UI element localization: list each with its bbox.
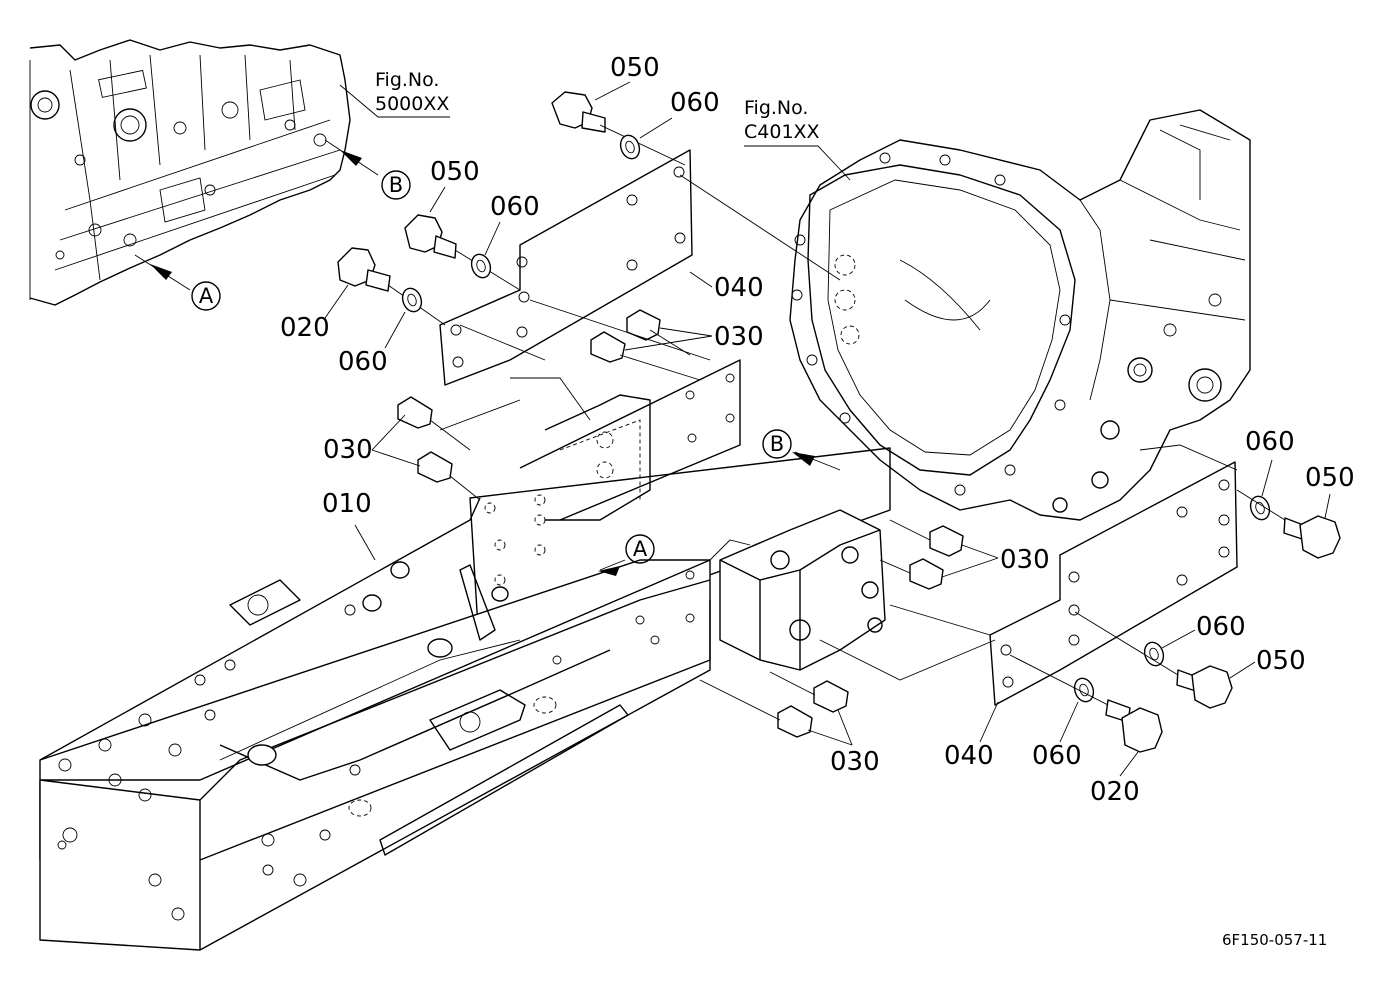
stud-030-bottom-b (699, 679, 813, 738)
front-frame-010 (39, 447, 891, 951)
stud-030-right-b (879, 558, 944, 590)
transmission-case (789, 109, 1251, 521)
label-050-mid: 050 (430, 157, 480, 187)
label-050-r2: 050 (1256, 646, 1306, 676)
bolt-020-right (1009, 654, 1163, 753)
stud-030-upper-b (590, 331, 701, 381)
label-060-r3: 060 (1032, 741, 1082, 771)
engine-ref-label: Fig.No. (375, 69, 439, 91)
label-020-left: 020 (280, 313, 330, 343)
assembly-lines (439, 299, 1238, 681)
circled-letter-b-engine (381, 170, 411, 200)
stud-030-left-b (417, 451, 481, 501)
label-040-left: 040 (714, 273, 764, 303)
bolts-and-washers (337, 91, 1341, 753)
label-030-left: 030 (323, 435, 373, 465)
engine-ref-number: 5000XX (375, 93, 449, 115)
label-060-r2: 060 (1196, 612, 1246, 642)
arrow-icon (792, 452, 815, 466)
left-mount-plate (519, 359, 741, 521)
label-020-right: 020 (1090, 777, 1140, 807)
plate-040-left (439, 149, 841, 386)
arrow-icon (150, 264, 172, 280)
arrow-icon (340, 150, 362, 166)
figure-code: 6F150-057-11 (1222, 931, 1327, 949)
washer-060-r3 (1073, 677, 1095, 703)
label-060-top: 060 (670, 88, 720, 118)
stud-030-left-a (397, 396, 471, 451)
callout-labels: 050 060 050 060 020 060 040 030 030 010 … (280, 53, 1355, 807)
bolt-050-r1 (1236, 489, 1341, 559)
engine-reference: Fig.No. 5000XX (339, 69, 450, 118)
washer-060-mid (470, 253, 492, 279)
transmission-reference: Fig.No. C401XX (744, 97, 851, 181)
label-040-right: 040 (944, 741, 994, 771)
label-050-r1: 050 (1305, 463, 1355, 493)
frame-markers: A B (598, 429, 841, 576)
plate-040-right (989, 461, 1238, 706)
label-050-top: 050 (610, 53, 660, 83)
washer-060-left (401, 287, 423, 313)
label-030-right: 030 (1000, 545, 1050, 575)
label-060-mid: 060 (490, 192, 540, 222)
bolt-050-top (551, 91, 686, 166)
circled-letter-a-engine (191, 281, 221, 311)
transmission-ref-label: Fig.No. (744, 97, 808, 119)
bolt-050-mid (404, 214, 521, 291)
label-010: 010 (322, 489, 372, 519)
engine-block (29, 39, 351, 306)
washer-060-top (619, 134, 641, 160)
washer-060-r1 (1249, 495, 1271, 521)
label-030-bottom: 030 (830, 747, 880, 777)
engine-markers: B A (134, 139, 411, 311)
circled-letter-b-frame (762, 429, 792, 459)
marker-a-frame: A (633, 537, 648, 561)
marker-a-engine: A (199, 284, 214, 308)
label-060-r1: 060 (1245, 427, 1295, 457)
marker-b-engine: B (389, 173, 403, 197)
label-060-left: 060 (338, 347, 388, 377)
stud-030-bottom-a (769, 671, 849, 713)
marker-b-frame: B (770, 432, 784, 456)
bolt-050-r2 (1074, 611, 1233, 709)
label-030-upper: 030 (714, 322, 764, 352)
bolt-020-left (337, 247, 446, 326)
transmission-ref-number: C401XX (744, 121, 820, 143)
circled-letter-a-frame (625, 534, 655, 564)
arrow-icon (598, 566, 620, 576)
right-mount-block (719, 509, 886, 671)
washer-060-r2 (1143, 641, 1165, 667)
stud-030-right-a (889, 519, 964, 557)
